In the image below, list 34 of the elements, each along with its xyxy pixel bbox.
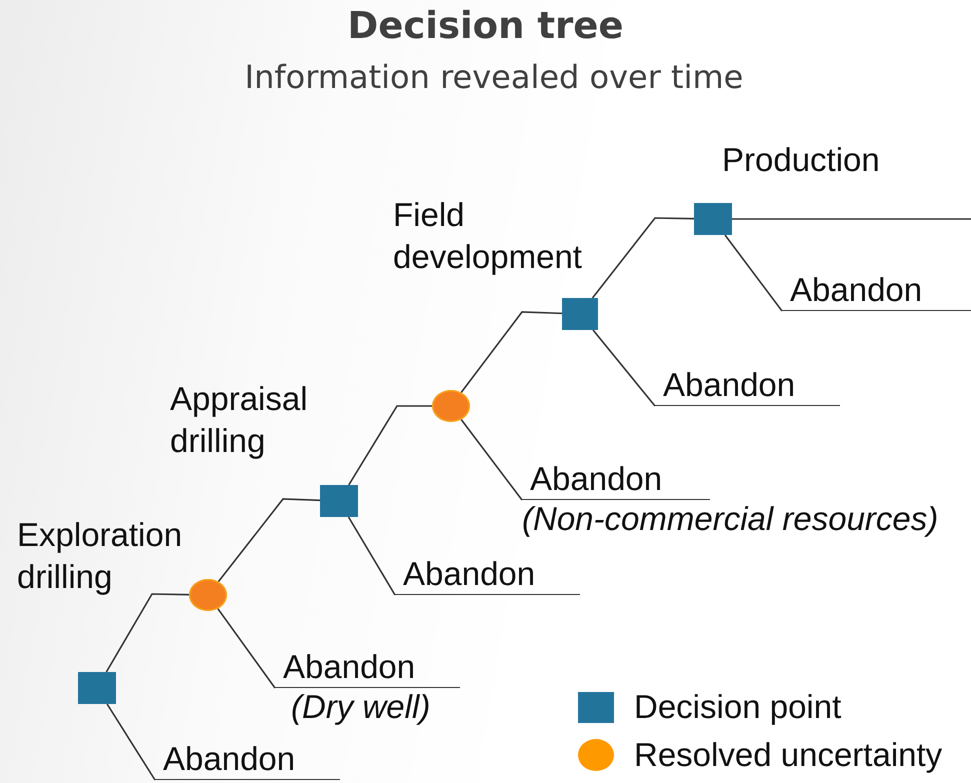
- branch-line: [732, 218, 971, 220]
- branch-label: Exploration drilling: [17, 515, 184, 597]
- branch-line: [592, 330, 656, 407]
- option-label: Abandon: [155, 738, 340, 780]
- branch-line: [106, 704, 156, 781]
- branch-line: [348, 516, 396, 596]
- branch-line: [217, 608, 276, 689]
- option-label: Abandon: [782, 269, 971, 311]
- branch-line: [460, 311, 562, 393]
- legend-label: Resolved uncertainty: [634, 736, 942, 774]
- uncertainty-circle: [189, 579, 227, 611]
- decision-square: [562, 298, 598, 330]
- legend-label: Decision point: [634, 688, 842, 726]
- branch-label: Field development: [393, 195, 583, 277]
- branch-line: [348, 405, 432, 486]
- branch-line: [460, 419, 523, 501]
- branch-line: [218, 498, 320, 582]
- decision-square: [78, 672, 116, 704]
- branch-label: Production: [722, 140, 881, 180]
- branch-line: [106, 593, 190, 672]
- option-label: Abandon: [275, 646, 460, 688]
- branch-label: Appraisal drilling: [170, 379, 309, 461]
- branch-line: [724, 234, 783, 312]
- uncertainty-circle: [432, 390, 470, 422]
- option-label: Abandon: [655, 364, 840, 406]
- title: Decision tree: [346, 4, 624, 47]
- option-note: (Dry well): [291, 688, 432, 726]
- branch-line: [592, 217, 694, 298]
- option-note: (Non-commercial resources): [522, 500, 938, 538]
- option-label: Abandon: [522, 458, 710, 500]
- option-label: Abandon: [395, 553, 580, 595]
- subtitle: Information revealed over time: [244, 58, 744, 96]
- decision-square: [694, 203, 732, 235]
- decision-square: [320, 485, 358, 517]
